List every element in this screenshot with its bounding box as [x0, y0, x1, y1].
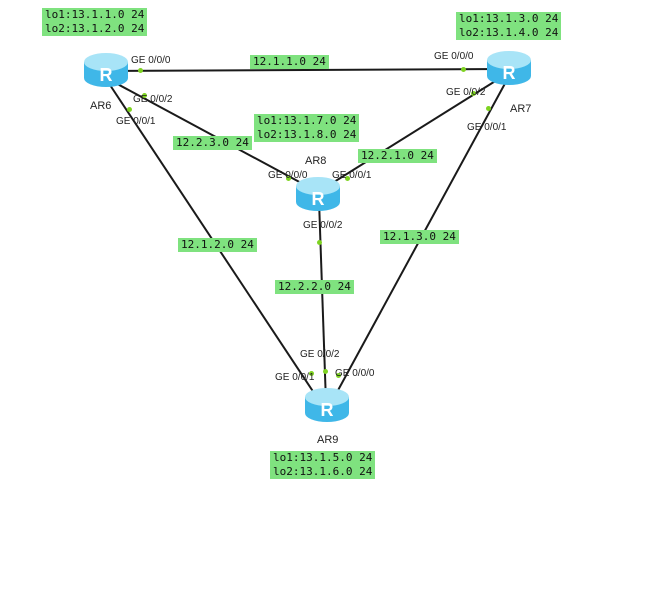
router-icon[interactable]: R [303, 385, 351, 427]
link-network-label: 12.1.1.0 24 [250, 55, 329, 69]
svg-text:R: R [312, 189, 325, 209]
loopback-label: lo1:13.1.1.0 24 [45, 8, 145, 21]
interface-label: GE 0/0/0 [434, 51, 474, 62]
interface-label: GE 0/0/1 [116, 116, 156, 127]
port-dot [317, 240, 322, 245]
port-dot [336, 373, 341, 378]
link-network-label: 12.2.2.0 24 [275, 280, 354, 294]
link-ar6-ar7[interactable] [109, 68, 506, 72]
port-dot [461, 67, 466, 72]
loopback-label: lo2:13.1.2.0 24 [45, 22, 145, 35]
port-dot [138, 68, 143, 73]
port-dot [286, 176, 291, 181]
router-name: AR8 [305, 155, 327, 167]
loopback-label: lo1:13.1.7.0 24 [257, 114, 357, 127]
port-dot [309, 371, 314, 376]
port-dot [323, 369, 328, 374]
router-name: AR7 [510, 103, 532, 115]
link-network-label: 12.2.1.0 24 [358, 149, 437, 163]
port-dot [345, 176, 350, 181]
interface-label: GE 0/0/1 [275, 372, 315, 383]
loopback-label: lo2:13.1.8.0 24 [257, 128, 357, 141]
interface-label: GE 0/0/0 [131, 55, 171, 66]
interface-label: GE 0/0/2 [300, 349, 340, 360]
port-dot [471, 91, 476, 96]
link-network-label: 12.1.3.0 24 [380, 230, 459, 244]
port-dot [127, 107, 132, 112]
interface-label: GE 0/0/0 [335, 368, 375, 379]
svg-text:R: R [100, 65, 113, 85]
router-icon[interactable]: R [485, 48, 533, 90]
interface-label: GE 0/0/2 [133, 94, 173, 105]
interface-label: GE 0/0/2 [446, 87, 486, 98]
interface-label: GE 0/0/1 [332, 170, 372, 181]
port-dot [486, 106, 491, 111]
interface-label: GE 0/0/1 [467, 122, 507, 133]
router-name: AR9 [317, 434, 339, 446]
port-dot [142, 93, 147, 98]
loopback-label: lo1:13.1.5.0 24 [273, 451, 373, 464]
loopback-label: lo2:13.1.6.0 24 [273, 465, 373, 478]
link-network-label: 12.1.2.0 24 [178, 238, 257, 252]
loopback-label: lo2:13.1.4.0 24 [459, 26, 559, 39]
interface-label: GE 0/0/0 [268, 170, 308, 181]
link-network-label: 12.2.3.0 24 [173, 136, 252, 150]
router-icon[interactable]: R [82, 50, 130, 92]
router-icon[interactable]: R [294, 174, 342, 216]
svg-text:R: R [321, 400, 334, 420]
loopback-label: lo1:13.1.3.0 24 [459, 12, 559, 25]
interface-label: GE 0/0/2 [303, 220, 343, 231]
svg-text:R: R [503, 63, 516, 83]
router-name: AR6 [90, 100, 112, 112]
